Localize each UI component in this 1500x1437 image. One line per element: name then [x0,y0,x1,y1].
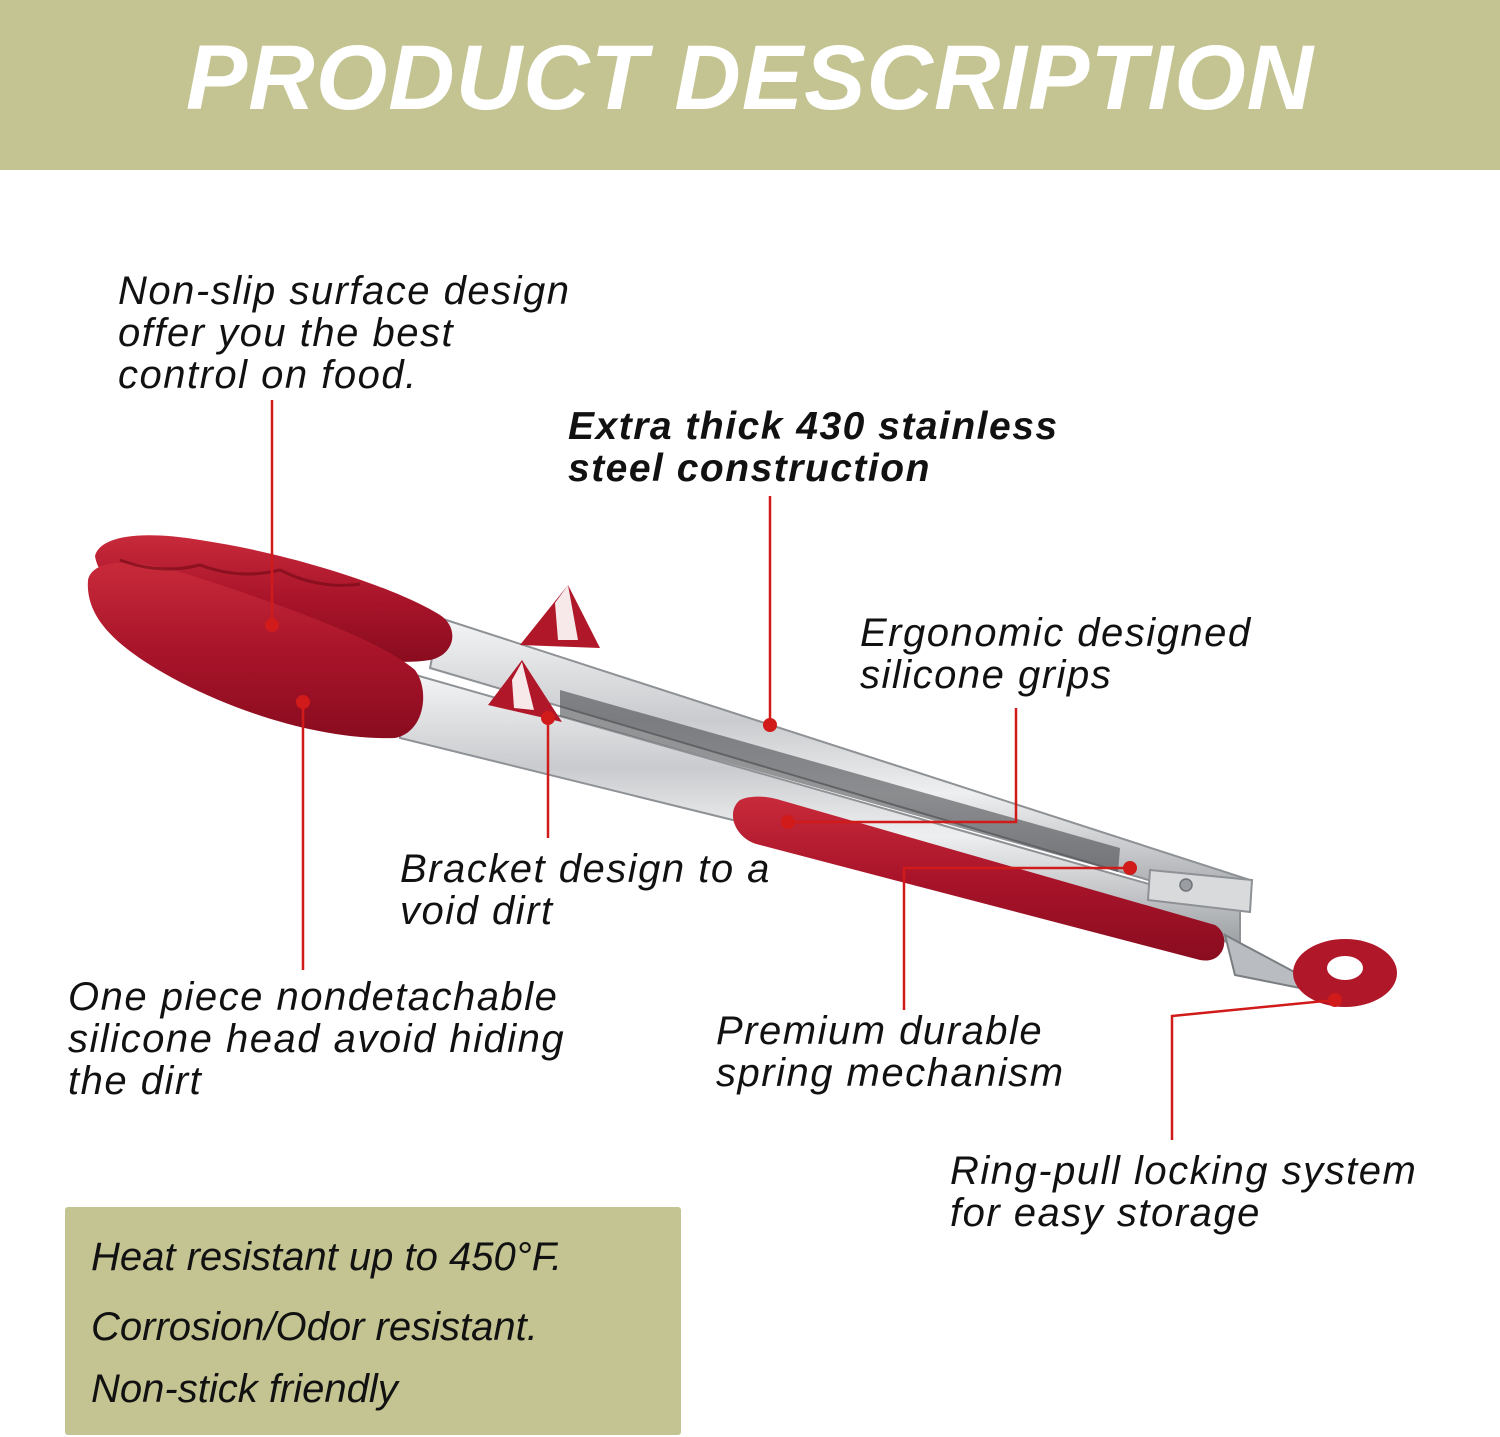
spec-heat: Heat resistant up to 450°F. [91,1235,563,1279]
silicone-heads [87,535,453,739]
bracket-clips [488,585,600,722]
callout-spring: Premium durable spring mechanism [716,1009,1065,1095]
leader-dots [265,618,1342,1007]
callout-ring-pull: Ring-pull locking system for easy storag… [950,1149,1418,1235]
callout-one-piece-head: One piece nondetachable silicone head av… [68,975,566,1103]
spec-corrosion: Corrosion/Odor resistant. [91,1305,538,1349]
page-title: PRODUCT DESCRIPTION [185,27,1315,129]
callout-non-slip: Non-slip surface design offer you the be… [118,269,571,397]
header-banner: PRODUCT DESCRIPTION [0,0,1500,170]
handle-grips [732,796,1225,961]
callout-steel-construction: Extra thick 430 stainless steel construc… [568,405,1059,490]
ring-pull [1293,939,1397,1007]
spec-non-stick: Non-stick friendly [91,1367,398,1411]
leader-lines [270,400,1336,1140]
callout-bracket: Bracket design to a void dirt [400,847,771,933]
spec-box: Heat resistant up to 450°F. Corrosion/Od… [65,1207,681,1435]
callout-silicone-grips: Ergonomic designed silicone grips [860,611,1252,697]
